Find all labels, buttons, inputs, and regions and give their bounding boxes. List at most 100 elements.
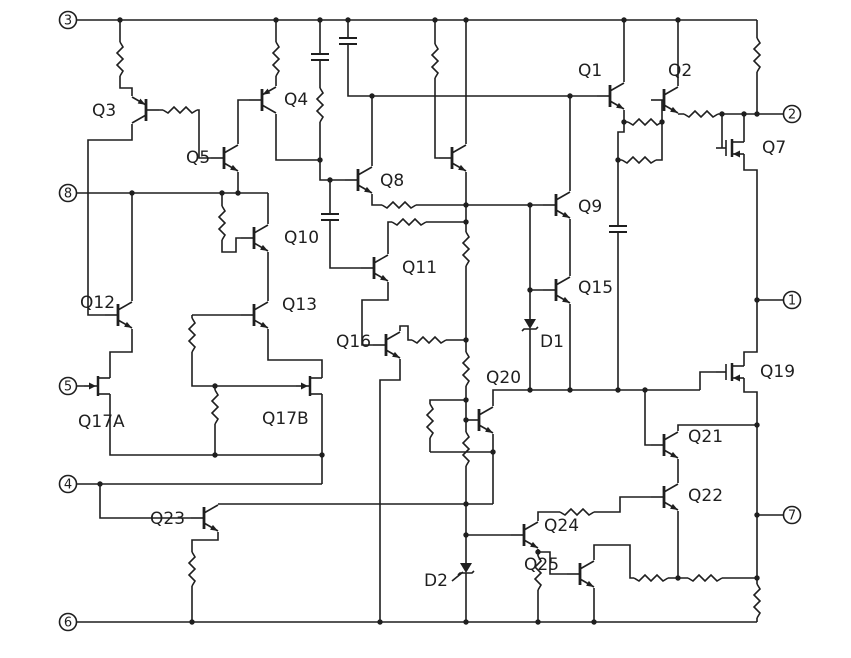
q24-label: Q24 [544, 516, 579, 536]
jfet-q17a [82, 374, 112, 398]
resistor [621, 156, 657, 164]
transistor-q8 [343, 165, 374, 195]
resistors [116, 37, 761, 619]
capacitor [338, 37, 358, 45]
transistor-q1 [595, 81, 626, 111]
transistor-q5 [209, 143, 240, 173]
resistor [162, 106, 198, 114]
resistor [687, 574, 723, 582]
q3-label: Q3 [92, 101, 116, 121]
resistor [116, 41, 124, 77]
q2-label: Q2 [668, 61, 692, 81]
q17a-label: Q17A [78, 412, 125, 432]
transistor-q10 [239, 223, 270, 253]
resistor [426, 403, 434, 439]
pin-5-label: 5 [64, 380, 72, 395]
pin-2-label: 2 [788, 108, 796, 123]
q20-label: Q20 [486, 368, 521, 388]
pin-4-terminal: 4 [58, 474, 78, 494]
resistor [633, 574, 669, 582]
transistor-q20 [464, 405, 495, 435]
resistor [381, 201, 417, 209]
q17b-label: Q17B [262, 409, 309, 429]
transistor-q2 [649, 85, 680, 115]
resistor [211, 389, 219, 425]
resistor [462, 231, 470, 267]
resistor [218, 205, 226, 241]
pin-terminals: 3 8 5 4 6 2 1 [58, 10, 802, 632]
component-labels: Q3 Q4 Q5 Q8 Q10 Q11 Q12 Q13 Q16 Q17A Q17… [78, 61, 795, 591]
q15-label: Q15 [578, 278, 613, 298]
transistor-q25 [565, 559, 596, 589]
transistor-q11 [359, 253, 390, 283]
jfet-q17b [294, 374, 324, 398]
transistor-q3 [130, 95, 161, 125]
transistor-q23 [189, 503, 220, 533]
resistor [316, 87, 324, 123]
d1-label: D1 [540, 332, 564, 352]
resistor [753, 37, 761, 73]
capacitor [310, 53, 330, 61]
pin-1-label: 1 [788, 294, 796, 309]
capacitor [608, 225, 628, 233]
pin-5-terminal: 5 [58, 376, 78, 396]
mosfet-q19 [714, 361, 746, 383]
transistor-q16 [371, 330, 402, 360]
q22-label: Q22 [688, 486, 723, 506]
transistor-q9 [541, 190, 572, 220]
mosfet-q7 [714, 137, 746, 159]
transistor-q13 [239, 300, 270, 330]
q8-label: Q8 [380, 171, 404, 191]
transistor-q22 [649, 482, 680, 512]
transistor-q24 [509, 520, 540, 550]
q13-label: Q13 [282, 295, 317, 315]
resistor [753, 583, 761, 619]
resistor [431, 43, 439, 79]
q19-label: Q19 [760, 362, 795, 382]
resistor [391, 218, 427, 226]
resistor [272, 41, 280, 77]
resistor [411, 336, 447, 344]
q9-label: Q9 [578, 197, 602, 217]
transistor-q21 [649, 430, 680, 460]
pin-1-terminal: 1 [782, 290, 802, 310]
transistor-unlabeled [437, 143, 468, 173]
resistor [188, 317, 196, 353]
resistor [188, 551, 196, 587]
pin-3-label: 3 [64, 14, 72, 29]
pin-6-terminal: 6 [58, 612, 78, 632]
junction-dots [97, 17, 760, 625]
q4-label: Q4 [284, 90, 308, 110]
resistor [683, 110, 719, 118]
pin-8-terminal: 8 [58, 183, 78, 203]
pin-2-terminal: 2 [782, 104, 802, 124]
transistor-q4 [247, 85, 278, 115]
pin-8-label: 8 [64, 187, 72, 202]
q16-label: Q16 [336, 332, 371, 352]
capacitor [320, 213, 340, 221]
q5-label: Q5 [186, 148, 210, 168]
q12-label: Q12 [80, 293, 115, 313]
q1-label: Q1 [578, 61, 602, 81]
pin-4-label: 4 [64, 478, 72, 493]
resistor [559, 508, 595, 516]
pin-6-label: 6 [64, 616, 72, 631]
q21-label: Q21 [688, 427, 723, 447]
resistor [462, 351, 470, 387]
q7-label: Q7 [762, 138, 786, 158]
pin-3-terminal: 3 [58, 10, 78, 30]
resistor [462, 431, 470, 467]
wire-network [77, 19, 783, 623]
transistor-q15 [541, 275, 572, 305]
pin-7-label: 7 [788, 509, 796, 524]
resistor [627, 118, 663, 126]
pin-7-terminal: 7 [782, 505, 802, 525]
d2-label: D2 [424, 571, 448, 591]
q25-label: Q25 [524, 555, 559, 575]
zener-diode-d1 [521, 311, 539, 337]
q11-label: Q11 [402, 258, 437, 278]
q23-label: Q23 [150, 509, 185, 529]
q10-label: Q10 [284, 228, 319, 248]
